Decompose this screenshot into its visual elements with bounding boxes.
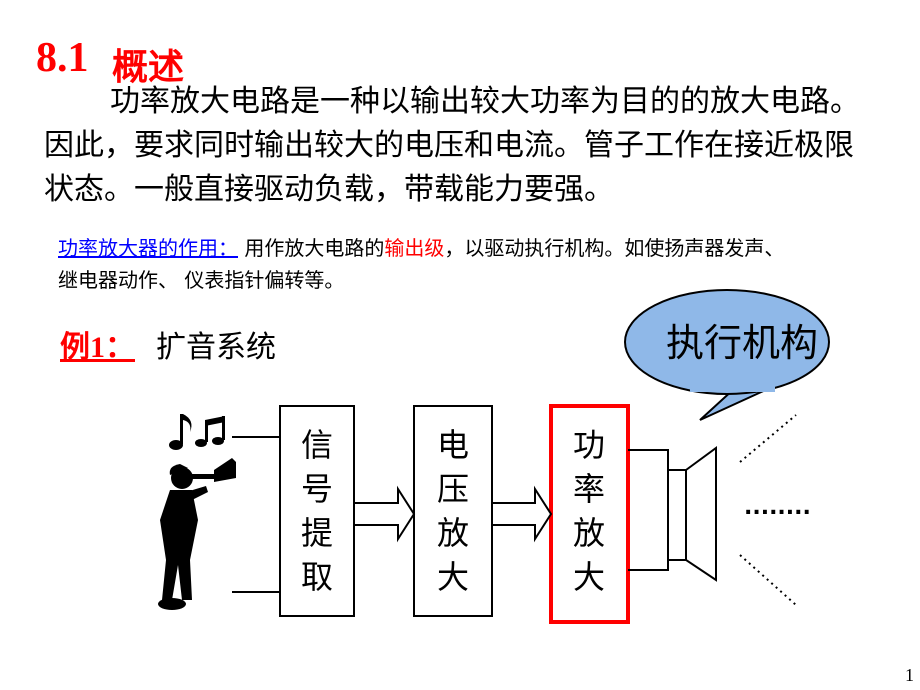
trumpet-player-icon: [158, 414, 236, 610]
block-2-char-3: 放: [437, 514, 469, 552]
arrow-icon: [353, 485, 553, 543]
block-2-char-4: 大: [437, 558, 469, 596]
block-2-char-1: 电: [437, 426, 469, 464]
role-text-after: ，以驱动执行机构。如使扬声器发声、: [444, 236, 785, 260]
output-stage-highlight: 输出级: [384, 236, 445, 260]
page-number: 1: [905, 665, 914, 685]
role-text-before: 用作放大电路的: [244, 236, 385, 260]
block-1-char-3: 提: [301, 514, 333, 552]
voltage-amp-block: [413, 405, 493, 617]
paragraph-line-1: 功率放大电路是一种以输出较大功率为目的的放大电路。: [110, 84, 860, 119]
sound-dots: ........: [744, 495, 811, 520]
callout-text: 执行机构: [666, 321, 818, 365]
block-3-char-1: 功: [573, 426, 605, 464]
block-1-char-1: 信: [301, 426, 333, 464]
role-label: 功率放大器的作用：: [58, 236, 238, 260]
block-1-char-4: 取: [301, 558, 333, 596]
power-amp-block: [549, 404, 630, 624]
role-line-2: 继电器动作、 仪表指针偏转等。: [58, 268, 345, 292]
block-1-char-2: 号: [301, 470, 333, 508]
block-3-char-3: 放: [573, 514, 605, 552]
block-3-char-2: 率: [573, 470, 605, 508]
music-notes-icon: [169, 414, 225, 450]
paragraph-line-3: 状态。一般直接驱动负载，带载能力要强。: [44, 172, 614, 207]
block-2-char-2: 压: [437, 470, 469, 508]
paragraph-line-2: 因此，要求同时输出较大的电压和电流。管子工作在接近极限: [44, 128, 854, 163]
actuator-callout: 执行机构: [624, 289, 830, 421]
section-title: 概述: [112, 47, 185, 88]
block-3-char-4: 大: [573, 558, 605, 596]
section-number: 8.1: [36, 35, 89, 81]
role-line-1: 功率放大器的作用： 用作放大电路的输出级，以驱动执行机构。如使扬声器发声、: [58, 232, 784, 261]
example-label: 例1：: [60, 331, 135, 364]
sound-waves-icon: [739, 414, 797, 606]
speaker-icon: [667, 446, 717, 582]
example-title: 扩音系统: [156, 330, 276, 365]
